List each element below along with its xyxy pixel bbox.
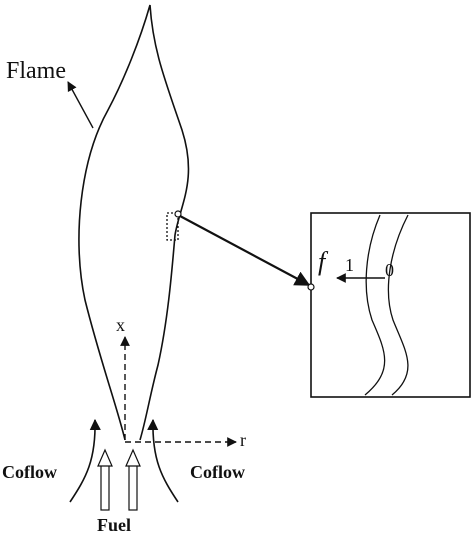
fuel-label: Fuel bbox=[97, 515, 131, 535]
inset-curve-inner bbox=[364, 214, 386, 396]
zoom-arrow bbox=[179, 215, 311, 286]
r-axis-label: r bbox=[240, 430, 246, 450]
mixture-fraction-symbol: f bbox=[318, 247, 329, 276]
x-axis-label: x bbox=[116, 315, 125, 335]
sample-region-box bbox=[166, 212, 179, 241]
flame-outline bbox=[78, 4, 190, 441]
coflow-right-arrow bbox=[147, 418, 179, 503]
inset-anchor-point bbox=[307, 283, 315, 291]
fuel-arrow-left bbox=[97, 448, 113, 511]
flame-leader-line bbox=[67, 81, 94, 129]
inset-box bbox=[310, 212, 471, 398]
fuel-arrow-right bbox=[125, 448, 141, 511]
coflow-left-label: Coflow bbox=[2, 462, 57, 482]
coflow-left-arrow bbox=[69, 418, 101, 503]
coflow-right-label: Coflow bbox=[190, 462, 245, 482]
flame-label: Flame bbox=[6, 58, 66, 84]
inset-curve-outer bbox=[387, 214, 409, 396]
sample-point bbox=[174, 210, 182, 218]
mixture-fraction-zero-label: 0 bbox=[385, 260, 394, 280]
mixture-fraction-one-label: 1 bbox=[345, 255, 354, 275]
